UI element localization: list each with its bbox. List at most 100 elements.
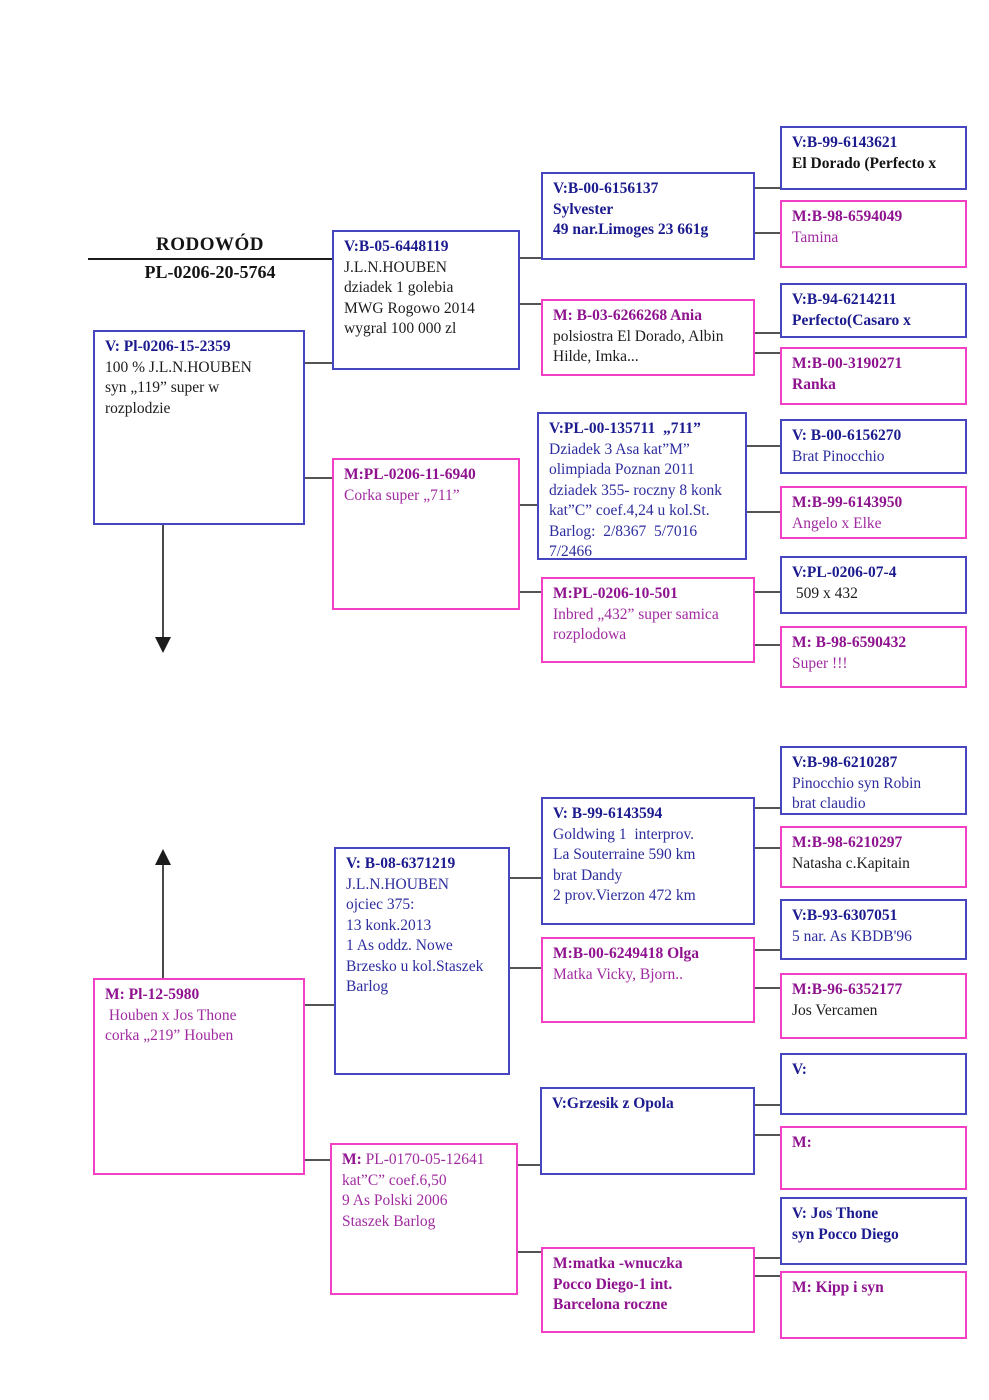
box-line: kat”C” coef.6,50: [342, 1171, 447, 1189]
box-dam-sire-dam: M:B-00-6249418 Olga Matka Vicky, Bjorn..: [541, 937, 755, 1023]
box-header-rest: PL-0170-05-12641: [361, 1151, 485, 1168]
box-line: syn „119” super w: [105, 379, 220, 396]
box-line: 13 konk.2013: [346, 916, 432, 934]
box-header: V:B-94-6214211: [792, 291, 897, 308]
box-header: M: Kipp i syn: [792, 1279, 884, 1296]
box-sire-sire-sire-dam: M:B-98-6594049 Tamina: [780, 200, 967, 268]
page-title: RODOWÓD: [88, 234, 332, 260]
box-line: J.L.N.HOUBEN: [346, 875, 449, 893]
box-line: MWG Rogowo 2014: [344, 299, 475, 317]
box-line: 1 As oddz. Nowe: [346, 937, 453, 954]
box-header: M:: [792, 1134, 812, 1151]
box-sire-sire-dam-sire: V:B-94-6214211 Perfecto(Casaro x: [780, 283, 967, 338]
box-line: 100 % J.L.N.HOUBEN: [105, 358, 252, 376]
box-line: Pocco Diego-1 int.: [553, 1275, 673, 1293]
box-line: Perfecto(Casaro x: [792, 311, 911, 329]
box-line: rozplodowa: [553, 626, 627, 643]
box-dam-dam-sire: V:Grzesik z Opola: [540, 1087, 755, 1175]
box-sire-sire-dam-dam: M:B-00-3190271 Ranka: [780, 347, 967, 405]
box-line: Barlog: [346, 978, 389, 995]
box-line: Corka super „711”: [344, 486, 460, 504]
box-line: Staszek Barlog: [342, 1212, 436, 1230]
box-line: Jos Vercamen: [792, 1001, 878, 1019]
box-line: brat claudio: [792, 795, 866, 812]
box-line: Sylvester: [553, 200, 614, 218]
box-line: 49 nar.Limoges 23 661g: [553, 221, 709, 238]
box-header: M:B-00-3190271: [792, 355, 903, 372]
box-header: M: B-98-6590432: [792, 634, 907, 651]
box-line: polsiostra El Dorado, Albin: [553, 327, 724, 345]
box-line: corka „219” Houben: [105, 1027, 234, 1044]
box-dam: M: Pl-12-5980 Houben x Jos Thone corka „…: [93, 978, 305, 1175]
box-header: V:Grzesik z Opola: [552, 1095, 674, 1112]
box-header: V:PL-00-135711 „711”: [549, 420, 701, 437]
box-line: ojciec 375:: [346, 896, 415, 913]
box-line: Natasha c.Kapitain: [792, 854, 910, 872]
box-header: M:B-98-6594049: [792, 208, 903, 225]
box-sire-dam: M:PL-0206-11-6940 Corka super „711”: [332, 458, 520, 610]
box-dam-dam-dam: M:matka -wnuczka Pocco Diego-1 int. Barc…: [541, 1247, 755, 1333]
box-line: 2 prov.Vierzon 472 km: [553, 887, 696, 904]
box-sire-dam-dam-dam: M: B-98-6590432 Super !!!: [780, 626, 967, 688]
box-line: Brzesko u kol.Staszek: [346, 957, 484, 975]
box-header: M:B-96-6352177: [792, 981, 903, 998]
box-header: V:B-99-6143621: [792, 134, 898, 151]
box-dam-sire-sire: V: B-99-6143594 Goldwing 1 interprov. La…: [541, 797, 755, 925]
box-sire: V: Pl-0206-15-2359 100 % J.L.N.HOUBEN sy…: [93, 330, 305, 525]
box-line: brat Dandy: [553, 866, 623, 884]
box-dam-dam: M: PL-0170-05-12641 kat”C” coef.6,50 9 A…: [330, 1143, 518, 1295]
box-line: La Souterraine 590 km: [553, 846, 696, 863]
box-header: M:PL-0206-10-501: [553, 585, 678, 602]
box-header: V: B-08-6371219: [346, 855, 456, 872]
box-line: wygral 100 000 zl: [344, 320, 457, 337]
box-dam-dam-sire-sire: V:: [780, 1053, 967, 1115]
box-header: V:B-00-6156137: [553, 180, 659, 197]
box-line: dziadek 355- roczny 8 konk: [549, 481, 723, 499]
box-header: V: B-99-6143594: [553, 805, 663, 822]
box-sire-sire-sire-sire: V:B-99-6143621 El Dorado (Perfecto x: [780, 126, 967, 190]
box-header: V: B-00-6156270: [792, 427, 902, 444]
box-line: El Dorado (Perfecto x: [792, 154, 937, 172]
box-dam-dam-dam-dam: M: Kipp i syn: [780, 1271, 967, 1339]
title-block: RODOWÓD PL-0206-20-5764: [88, 234, 332, 283]
box-header: M:B-99-6143950: [792, 494, 903, 511]
box-sire-sire-dam: M: B-03-6266268 Ania polsiostra El Dorad…: [541, 299, 755, 376]
box-header: V:B-05-6448119: [344, 238, 449, 255]
box-header: V: Pl-0206-15-2359: [105, 338, 231, 355]
box-sire-dam-sire-dam: M:B-99-6143950 Angelo x Elke: [780, 486, 967, 539]
box-line: 5 nar. As KBDB'96: [792, 927, 912, 945]
subject-ring-number: PL-0206-20-5764: [144, 262, 276, 282]
box-dam-sire-sire-sire: V:B-98-6210287 Pinocchio syn Robin brat …: [780, 746, 967, 815]
box-header: M:: [342, 1151, 362, 1168]
box-dam-sire: V: B-08-6371219 J.L.N.HOUBEN ojciec 375:…: [334, 847, 510, 1075]
box-line: Barlog: 2/8367 5/7016: [549, 522, 698, 540]
arrow-down-icon: [155, 637, 171, 653]
box-header: V:PL-0206-07-4: [792, 564, 897, 581]
box-sire-dam-dam: M:PL-0206-10-501 Inbred „432” super sami…: [541, 577, 755, 663]
box-line: Ranka: [792, 375, 836, 393]
box-line: Super !!!: [792, 654, 848, 672]
box-dam-sire-sire-dam: M:B-98-6210297 Natasha c.Kapitain: [780, 826, 967, 888]
box-line: Brat Pinocchio: [792, 447, 885, 465]
box-header: M:matka -wnuczka: [553, 1255, 683, 1272]
box-line: Dziadek 3 Asa kat”M”: [549, 440, 690, 458]
box-header: M: Pl-12-5980: [105, 986, 200, 1003]
box-line: syn Pocco Diego: [792, 1225, 899, 1243]
box-sire-dam-sire: V:PL-00-135711 „711” Dziadek 3 Asa kat”M…: [537, 412, 747, 560]
box-line: J.L.N.HOUBEN: [344, 258, 447, 276]
box-line: Barcelona roczne: [553, 1296, 668, 1313]
box-line: 7/2466: [549, 543, 593, 560]
box-line: Matka Vicky, Bjorn..: [553, 965, 683, 983]
box-header: V:: [792, 1061, 807, 1078]
box-line: 9 As Polski 2006: [342, 1192, 448, 1209]
box-header: V:B-93-6307051: [792, 907, 898, 924]
box-line: Houben x Jos Thone: [105, 1006, 237, 1024]
box-header: V: Jos Thone: [792, 1205, 879, 1222]
box-line: Goldwing 1 interprov.: [553, 825, 695, 843]
box-header: M:PL-0206-11-6940: [344, 466, 476, 483]
box-line: dziadek 1 golebia: [344, 279, 454, 296]
arrow-up-icon: [155, 849, 171, 865]
box-dam-sire-dam-dam: M:B-96-6352177 Jos Vercamen: [780, 973, 967, 1039]
box-header: M: B-03-6266268 Ania: [553, 307, 702, 324]
